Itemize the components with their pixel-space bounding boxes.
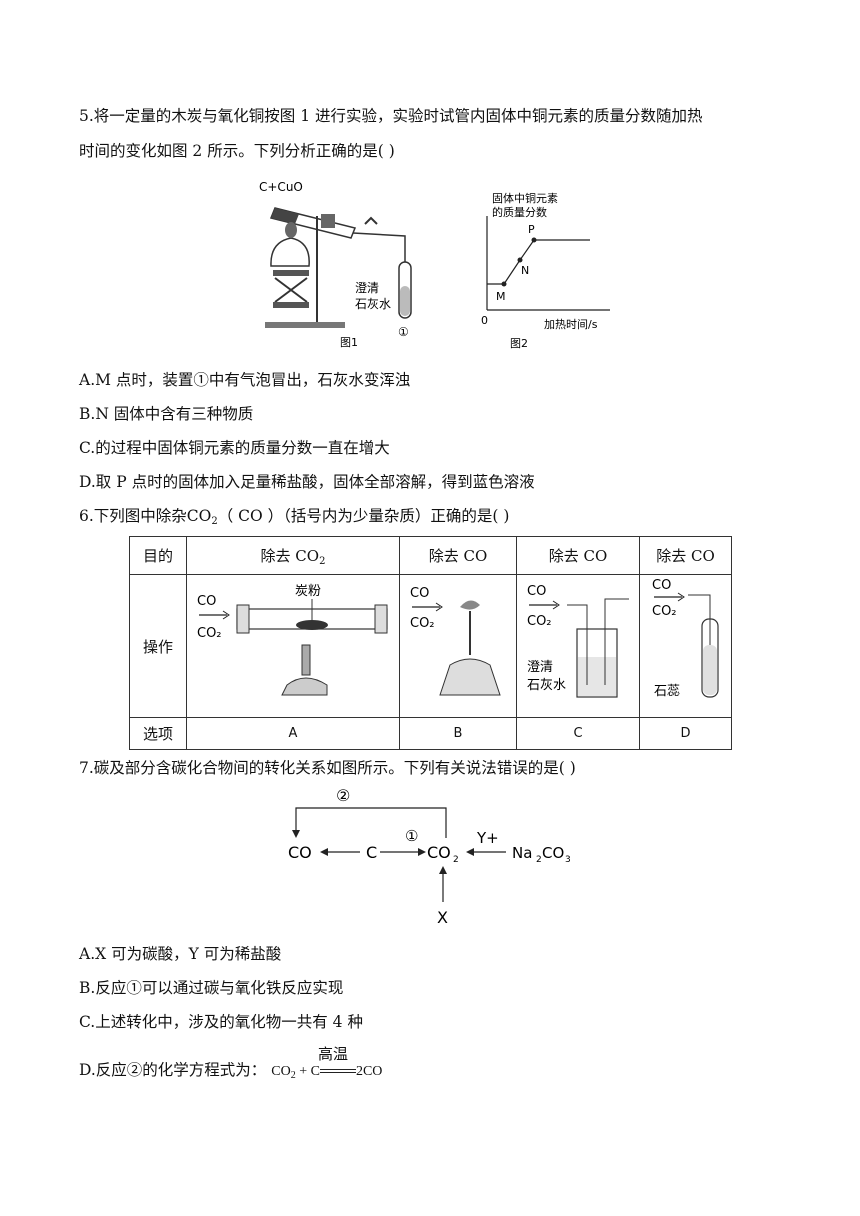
svg-text:澄清: 澄清	[527, 660, 553, 675]
q7-diagram: CO C CO 2 ① ② Y+ Na 2 CO 3 X	[288, 786, 571, 927]
fig2-point-p: P	[528, 223, 535, 236]
diagram-na2co3-a: Na	[512, 844, 532, 862]
eq-double-line: 高温	[318, 1045, 356, 1079]
diagram-mark-2: ②	[336, 786, 350, 805]
eq-left: CO	[271, 1064, 291, 1079]
q6-stem-suffix: （ CO ）（括号内为少量杂质）正确的是( )	[217, 507, 510, 525]
q6-stem: 6.下列图中除杂CO2（ CO ）（括号内为少量杂质）正确的是( )	[79, 504, 509, 527]
apparatus-d: CO CO₂ 石蕊	[652, 578, 719, 699]
q7-option-c: C.上述转化中，涉及的氧化物一共有 4 种	[79, 1013, 363, 1031]
fig1-limewater-label-1: 澄清	[355, 280, 379, 295]
purpose-c: 除去 CO	[516, 536, 640, 575]
diagram-mark-1: ①	[405, 827, 418, 845]
svg-text:炭粉: 炭粉	[295, 584, 321, 599]
fig2-point-n: N	[521, 264, 529, 277]
q7-option-a: A.X 可为碳酸，Y 可为稀盐酸	[79, 945, 282, 963]
fig2-ylabel-1: 固体中铜元素	[492, 191, 558, 205]
q5-stem-line1: 5.将一定量的木炭与氧化铜按图 1 进行实验，实验时试管内固体中铜元素的质量分数…	[79, 107, 703, 125]
eq-right: 2CO	[355, 1064, 383, 1079]
q6-stem-prefix: 6.下列图中除杂	[79, 507, 187, 525]
purpose-b: 除去 CO	[399, 536, 517, 575]
choice-b: B	[399, 717, 517, 750]
q5-figure-2: 固体中铜元素 的质量分数 M N P 0 加热时间/s 图2	[481, 191, 610, 350]
q7-option-b: B.反应①可以通过碳与氧化铁反应实现	[79, 979, 344, 997]
q7-stem: 7.碳及部分含碳化合物间的转化关系如图所示。下列有关说法错误的是( )	[79, 759, 576, 777]
fig2-caption: 图2	[510, 337, 528, 350]
q5-option-d: D.取 P 点时的固体加入足量稀盐酸，固体全部溶解，得到蓝色溶液	[79, 473, 535, 491]
q5-option-b: B.N 固体中含有三种物质	[79, 405, 254, 423]
row-header-purpose: 目的	[129, 536, 187, 575]
fig2-ylabel-2: 的质量分数	[492, 205, 547, 219]
apparatus-b: CO CO₂	[410, 586, 501, 696]
q5-figure-1: C+CuO 澄清 石灰水 ① 图1	[259, 180, 412, 349]
svg-text:CO: CO	[410, 586, 429, 601]
svg-text:CO₂: CO₂	[652, 604, 677, 619]
eq-condition: 高温	[317, 1044, 348, 1063]
q6-options-table: 目的 除去 CO2 除去 CO 除去 CO 除去 CO 操作 CO CO₂ 炭粉	[129, 536, 732, 750]
svg-text:CO₂: CO₂	[410, 616, 435, 631]
q6-stem-co2: CO	[186, 507, 212, 525]
svg-text:CO₂: CO₂	[527, 614, 552, 629]
operation-b: CO CO₂	[399, 574, 517, 718]
apparatus-a: CO CO₂ 炭粉	[197, 584, 388, 696]
q7-option-d-prefix: D.反应②的化学方程式为：	[79, 1061, 267, 1079]
q6-stem-co2-sub: 2	[211, 516, 218, 527]
q5-option-c: C.的过程中固体铜元素的质量分数一直在增大	[79, 439, 390, 457]
fig1-circle-mark: ①	[398, 325, 409, 339]
diagram-na2co3-d: 3	[565, 855, 571, 865]
svg-text:石蕊: 石蕊	[654, 684, 680, 699]
fig1-caption: 图1	[340, 336, 358, 349]
purpose-d: 除去 CO	[639, 536, 732, 575]
purpose-a: 除去 CO2	[186, 536, 400, 575]
fig2-curve	[487, 239, 590, 285]
row-header-choice: 选项	[129, 717, 187, 750]
q5-option-a: A.M 点时，装置①中有气泡冒出，石灰水变浑浊	[79, 371, 411, 389]
svg-text:CO: CO	[527, 584, 546, 599]
q5-stem-line2: 时间的变化如图 2 所示。下列分析正确的是( )	[79, 142, 395, 160]
choice-d: D	[639, 717, 732, 750]
fig2-point-m: M	[496, 290, 506, 303]
fig2-xlabel: 加热时间/s	[544, 318, 598, 331]
fig1-reagent-label: C+CuO	[259, 180, 303, 194]
svg-text:CO: CO	[652, 578, 671, 593]
diagram-y-plus: Y+	[476, 829, 499, 847]
apparatus-c: CO CO₂ 澄清 石灰水	[527, 584, 629, 698]
eq-plus-c: + C	[299, 1064, 320, 1079]
row-header-operation: 操作	[129, 574, 187, 718]
fig2-origin: 0	[481, 314, 488, 327]
diagram-co2-sub: 2	[453, 855, 459, 865]
diagram-co2: CO	[427, 843, 451, 862]
operation-c: CO CO₂ 澄清 石灰水	[516, 574, 640, 718]
diagram-co: CO	[288, 843, 312, 862]
operation-a: CO CO₂ 炭粉	[186, 574, 400, 718]
choice-a: A	[186, 717, 400, 750]
diagram-c: C	[366, 843, 377, 862]
eq-left-sub: 2	[290, 1070, 296, 1081]
fig1-limewater-label-2: 石灰水	[355, 297, 391, 311]
svg-text:CO: CO	[197, 594, 216, 609]
diagram-na2co3-b: 2	[536, 855, 542, 865]
svg-text:石灰水: 石灰水	[527, 678, 566, 693]
diagram-na2co3-c: CO	[542, 844, 564, 862]
operation-d: CO CO₂ 石蕊	[639, 574, 732, 718]
svg-text:CO₂: CO₂	[197, 626, 222, 641]
diagram-x: X	[437, 908, 448, 927]
choice-c: C	[516, 717, 640, 750]
